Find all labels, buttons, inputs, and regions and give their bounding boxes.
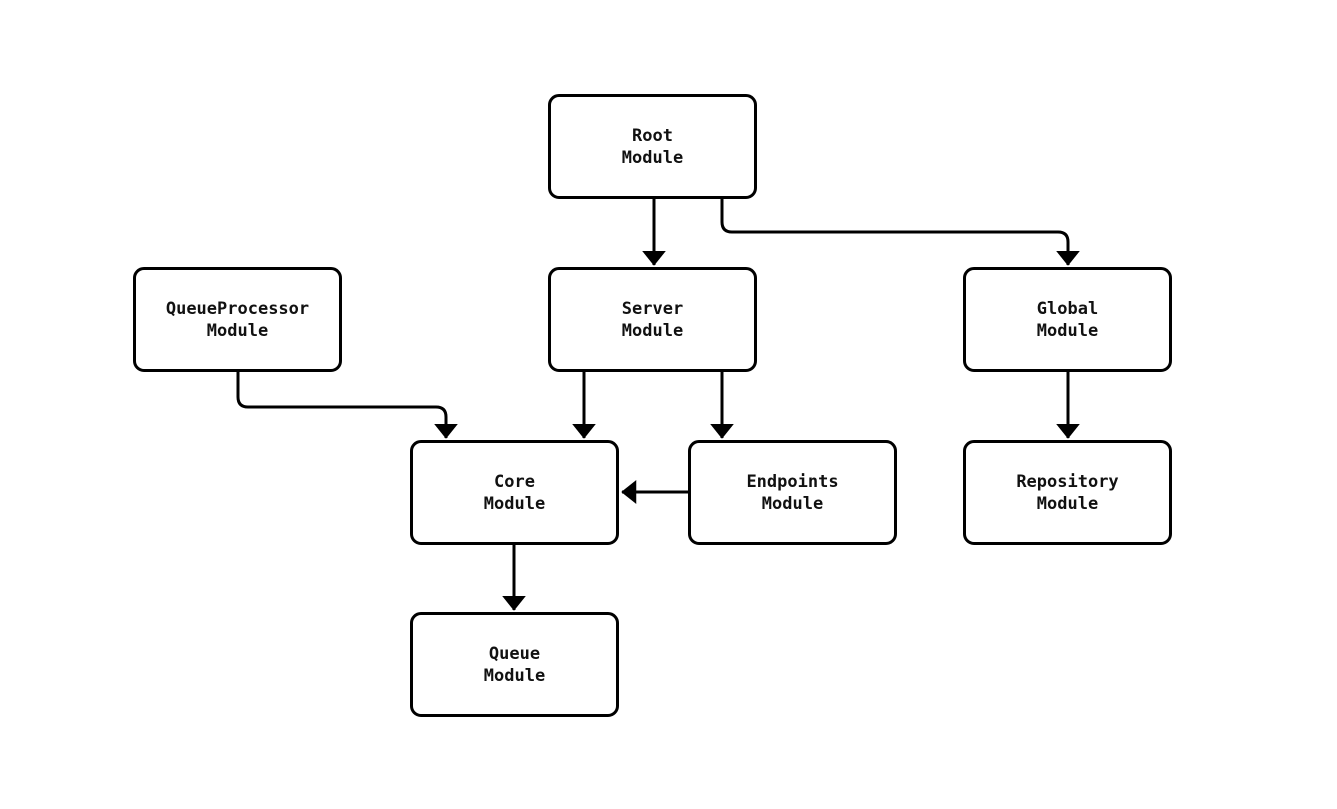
edge-root-to-global <box>720 198 1080 266</box>
node-queueprocessor-module: QueueProcessor Module <box>133 267 342 372</box>
node-core-sublabel: Module <box>483 493 546 514</box>
node-server-module: Server Module <box>548 267 757 372</box>
node-root-sublabel: Module <box>621 147 684 168</box>
node-queueprocessor-sublabel: Module <box>206 320 269 341</box>
node-server-label: Server <box>621 298 684 319</box>
node-queueprocessor-label: QueueProcessor <box>165 298 310 319</box>
node-root-label: Root <box>632 125 673 146</box>
node-repository-sublabel: Module <box>1036 493 1099 514</box>
node-global-module: Global Module <box>963 267 1172 372</box>
node-queue-label: Queue <box>488 643 541 664</box>
node-repository-label: Repository <box>1016 471 1119 492</box>
node-endpoints-sublabel: Module <box>761 493 824 514</box>
node-endpoints-label: Endpoints <box>746 471 839 492</box>
node-core-label: Core <box>494 471 535 492</box>
node-queue-module: Queue Module <box>410 612 619 717</box>
edge-queueprocessor-to-core <box>236 372 458 439</box>
node-queue-sublabel: Module <box>483 665 546 686</box>
node-repository-module: Repository Module <box>963 440 1172 545</box>
node-root-module: Root Module <box>548 94 757 199</box>
node-core-module: Core Module <box>410 440 619 545</box>
node-global-sublabel: Module <box>1036 320 1099 341</box>
node-server-sublabel: Module <box>621 320 684 341</box>
node-global-label: Global <box>1036 298 1099 319</box>
node-endpoints-module: Endpoints Module <box>688 440 897 545</box>
